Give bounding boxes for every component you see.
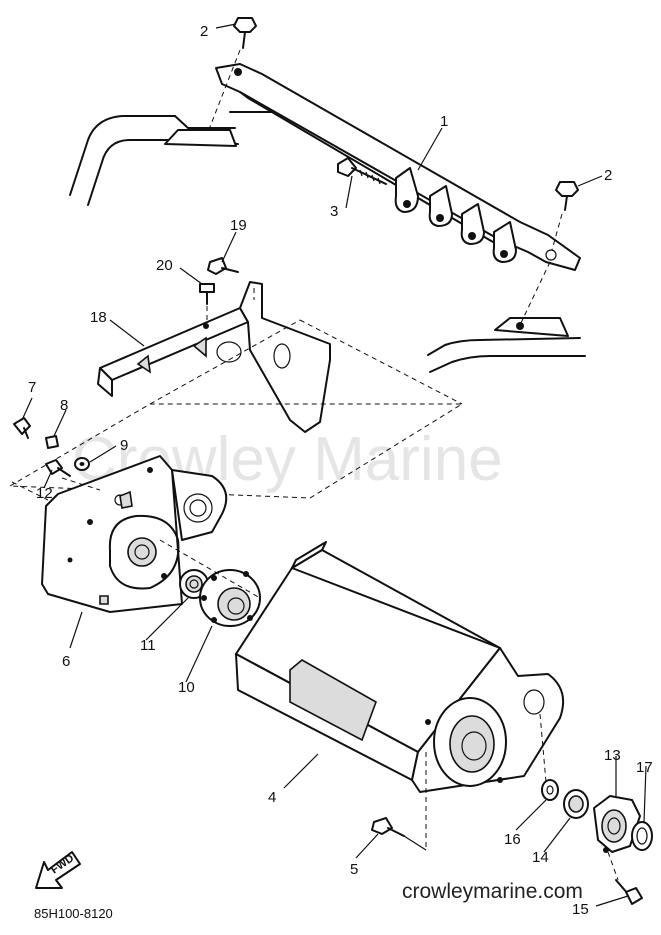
- washer-16: [541, 779, 559, 801]
- callout-10: 10: [178, 679, 195, 696]
- seal-17: [631, 821, 653, 851]
- callout-1: 1: [440, 113, 448, 130]
- callout-19: 19: [230, 217, 247, 234]
- callout-11: 11: [140, 637, 156, 654]
- callout-3: 3: [330, 203, 338, 220]
- bearing-14: [563, 789, 589, 819]
- callout-2-right: 2: [604, 167, 612, 184]
- flange-10: [199, 569, 261, 627]
- bolt-2-right: [519, 181, 579, 326]
- bolt-7: [13, 417, 31, 439]
- flange-13: [593, 795, 641, 853]
- callout-16: 16: [504, 831, 521, 848]
- callout-17: 17: [636, 759, 653, 776]
- assembly-plane-guide: [8, 403, 464, 499]
- callout-15: 15: [572, 901, 589, 918]
- bolt-19: [207, 257, 239, 275]
- forward-direction-arrow: FWD: [35, 851, 81, 889]
- callout-9: 9: [120, 437, 128, 454]
- callout-18: 18: [90, 309, 107, 326]
- washer-9: [74, 457, 90, 471]
- callout-7: 7: [28, 379, 36, 396]
- upper-mounting-bar: [215, 63, 581, 271]
- frame-rail-lower: [427, 317, 586, 373]
- bolt-12: [45, 459, 71, 477]
- callout-5: 5: [350, 861, 358, 878]
- bolt-5: [371, 817, 427, 851]
- frame-rail-upper: [69, 111, 301, 206]
- middle-bracket: [97, 281, 331, 433]
- diagram-code: 85H100-8120: [34, 906, 113, 921]
- callout-14: 14: [532, 849, 549, 866]
- chain-case-housing: [235, 541, 564, 793]
- bolt-15: [607, 851, 643, 905]
- callout-20: 20: [156, 257, 173, 274]
- leader-lines: [21, 23, 647, 907]
- bolt-2-left: [207, 17, 257, 133]
- callout-2-left: 2: [200, 23, 208, 40]
- nut-8: [45, 435, 59, 449]
- callout-13: 13: [604, 747, 621, 764]
- callout-12: 12: [36, 485, 53, 502]
- website-label: crowleymarine.com: [402, 880, 583, 903]
- bolt-3: [337, 157, 387, 185]
- callout-4: 4: [268, 789, 276, 806]
- callout-6: 6: [62, 653, 70, 670]
- side-plate: [41, 455, 228, 613]
- bolt-20: [199, 283, 215, 324]
- callout-labels: 2 1 2 3 19 20 18 7 8 9 12 6 11 10 4 5 16…: [28, 23, 653, 918]
- callout-8: 8: [60, 397, 68, 414]
